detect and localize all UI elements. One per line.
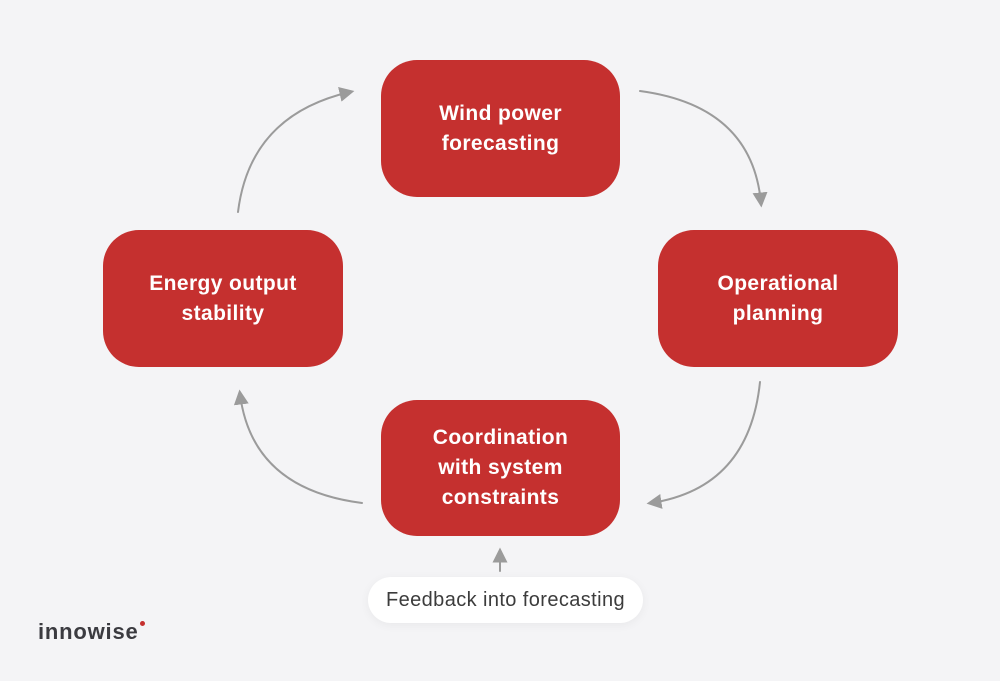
node-coordination-with-system-constraints: Coordination with system constraints — [381, 400, 620, 536]
feedback-note-label: Feedback into forecasting — [385, 588, 626, 611]
feedback-note: Feedback into forecasting — [368, 577, 643, 623]
node-operational-planning: Operational planning — [658, 230, 898, 367]
innowise-logo-text: innowise — [38, 619, 139, 644]
arrow-coordination-to-energy — [233, 389, 363, 504]
node-label: Energy output stability — [149, 271, 297, 325]
node-label: Coordination with system constraints — [432, 426, 569, 509]
node-label: Wind power forecasting — [439, 101, 562, 155]
node-energy-output-stability: Energy output stability — [103, 230, 343, 367]
logo-red-dot-icon — [139, 621, 145, 626]
innowise-logo: innowise — [38, 620, 145, 644]
node-label: Operational planning — [717, 271, 839, 325]
arrow-energy-to-wind — [237, 87, 355, 213]
arrow-operational-to-coordination — [646, 381, 761, 509]
arrow-wind-to-operational — [639, 90, 768, 208]
node-wind-power-forecasting: Wind power forecasting — [381, 60, 620, 197]
